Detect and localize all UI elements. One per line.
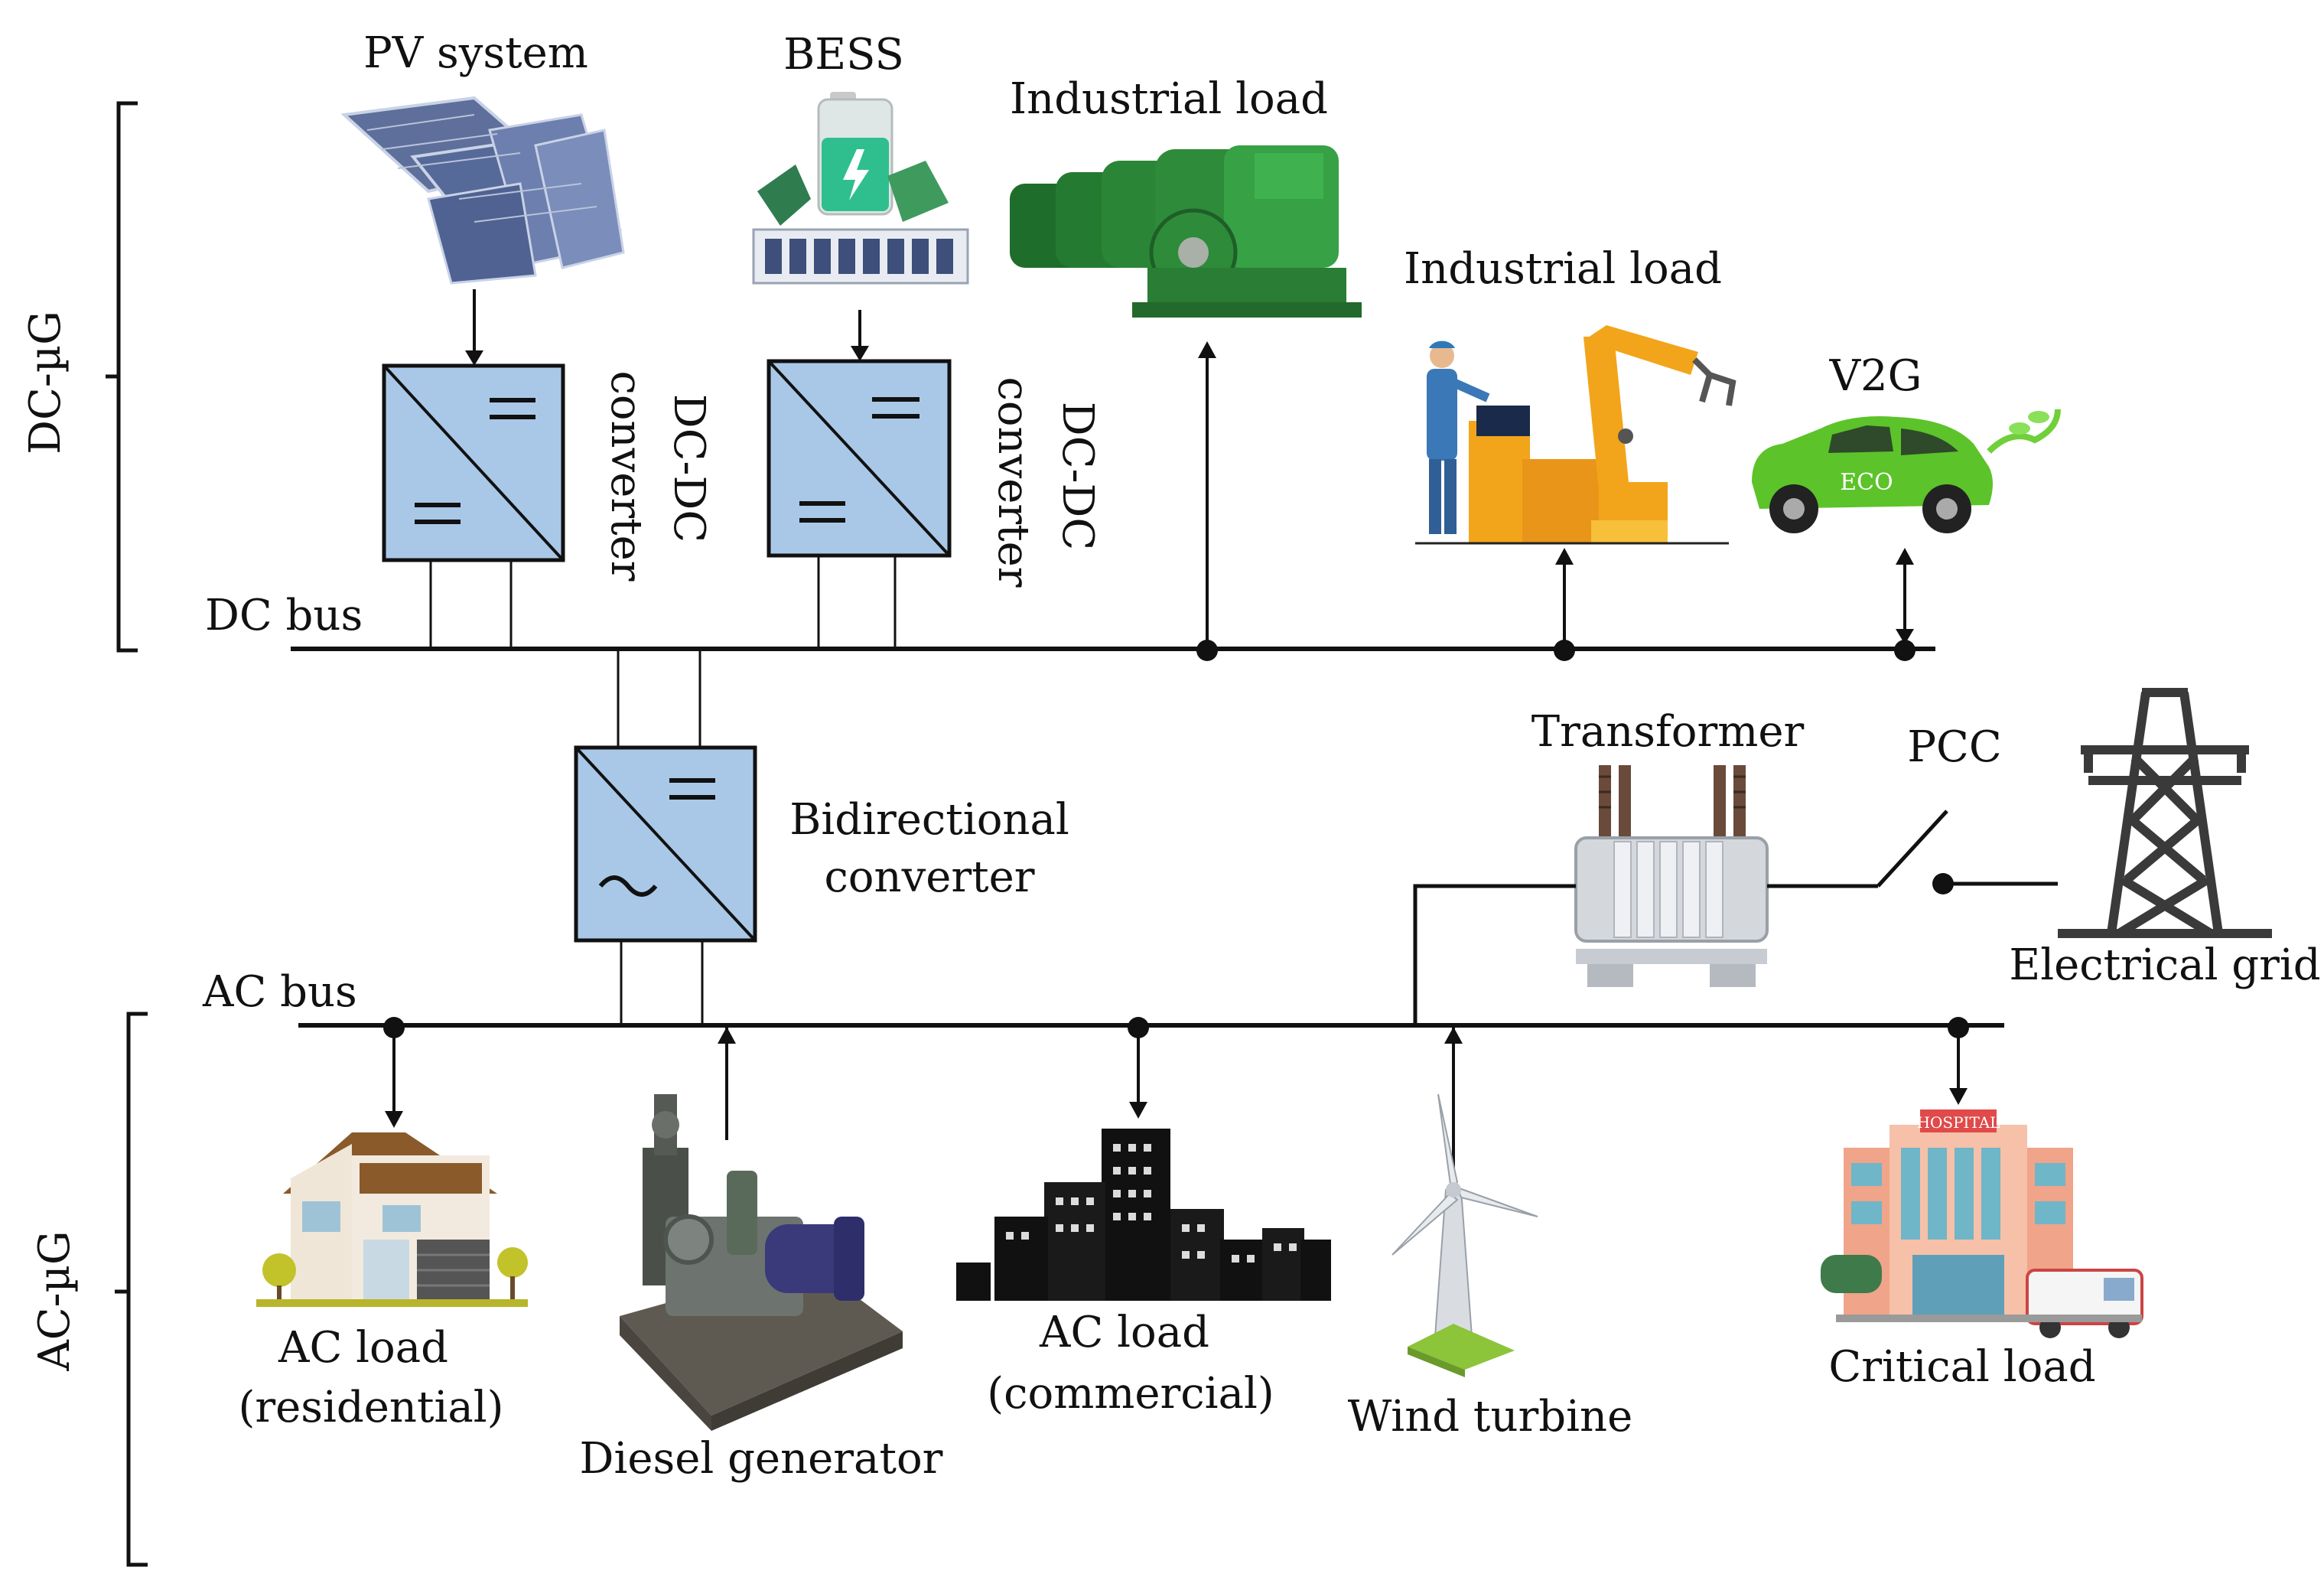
v2g-arrow-head-up: [1896, 548, 1914, 565]
ac-ug-bracket: [115, 1012, 148, 1567]
ac-com-arrow-head: [1129, 1102, 1147, 1119]
diesel-generator-icon: [620, 1094, 903, 1431]
dc-dc-converter-2: [767, 359, 952, 558]
ac-ug-label: AC-µG: [30, 1230, 80, 1371]
dc-bus-node-2: [1554, 640, 1575, 661]
wind-arrow-head: [1444, 1027, 1463, 1044]
wind-turbine-label: Wind turbine: [1348, 1392, 1633, 1442]
pv-system-label: PV system: [363, 28, 588, 78]
transformer-label: Transformer: [1531, 707, 1805, 757]
industrial-load-2-arrow-head: [1555, 548, 1574, 565]
ac-bus-label: AC bus: [202, 967, 357, 1017]
bidirectional-label-1: Bidirectional: [789, 795, 1069, 845]
bidirectional-converter: [574, 745, 757, 943]
battery-storage-icon: [752, 92, 969, 285]
ac-load-com-label-1: AC load: [1039, 1308, 1209, 1357]
ac-res-arrow-head: [385, 1111, 403, 1128]
pcc-switch-blade: [1876, 810, 1948, 888]
pv-arrow-head: [465, 350, 483, 366]
electric-car-icon: ECO: [1752, 409, 2061, 533]
electrical-grid-label: Electrical grid: [2009, 940, 2320, 990]
transformer-to-ac-bus-line: [1413, 884, 1576, 1025]
dc-dc-label-2b: converter: [988, 376, 1038, 587]
bidirectional-label-2: converter: [824, 852, 1034, 902]
solar-panel-icon: [340, 96, 625, 285]
dc-dc-label-2a: DC-DC: [1053, 402, 1102, 550]
bess-arrow-head: [851, 346, 869, 361]
transformer-icon: [1574, 765, 1769, 987]
dc-ug-bracket: [106, 101, 138, 653]
ac-load-com-label-2: (commercial): [987, 1369, 1274, 1419]
industrial-load-2-label: Industrial load: [1404, 244, 1722, 294]
city-buildings-icon: [956, 1129, 1331, 1301]
wind-turbine-icon: [1391, 1093, 1538, 1377]
transmission-tower-icon: [2058, 688, 2272, 938]
industrial-robot-icon: [1415, 325, 1736, 545]
v2g-label: V2G: [1829, 351, 1922, 401]
hospital-icon: HOSPITAL: [1821, 1109, 2143, 1338]
dc-bus-label: DC bus: [205, 591, 363, 640]
diesel-arrow-head: [718, 1027, 736, 1044]
diesel-generator-label: Diesel generator: [580, 1434, 943, 1484]
critical-load-label: Critical load: [1828, 1342, 2095, 1392]
pcc-label: PCC: [1907, 722, 2001, 772]
electric-motor-icon: [1010, 145, 1362, 318]
hospital-sign-text: HOSPITAL: [1917, 1113, 2000, 1132]
dc-bus-node-3: [1894, 640, 1916, 661]
industrial-load-1-arrow-head: [1198, 341, 1216, 358]
ac-load-res-label-2: (residential): [238, 1383, 503, 1432]
critical-arrow-head: [1949, 1088, 1968, 1105]
dc-ug-label: DC-µG: [21, 311, 70, 455]
dc-bus-node-1: [1196, 640, 1218, 661]
dc-dc-label-1b: converter: [601, 370, 651, 581]
house-icon: [256, 1132, 528, 1307]
dc-dc-converter-1: [382, 363, 565, 562]
v2g-arrow-head-down: [1896, 629, 1914, 644]
industrial-load-1-label: Industrial load: [1010, 74, 1328, 124]
dc-dc-label-1a: DC-DC: [664, 394, 714, 542]
eco-text: ECO: [1840, 469, 1893, 496]
ac-load-res-label-1: AC load: [278, 1323, 448, 1373]
bess-label: BESS: [783, 30, 904, 80]
